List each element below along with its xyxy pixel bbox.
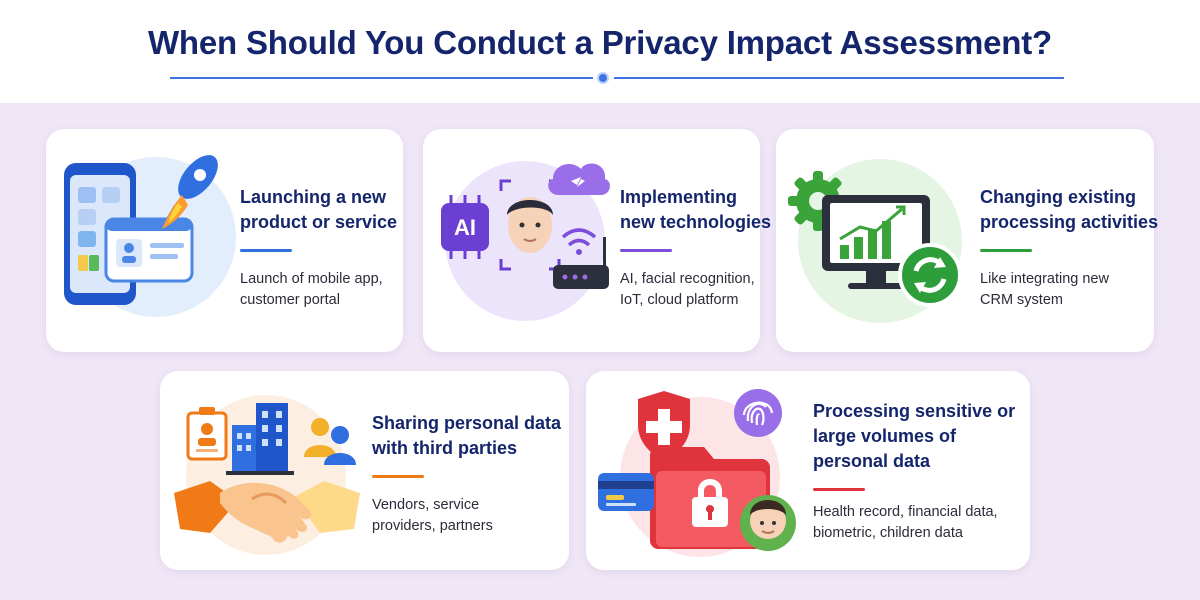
- card-accent-rule: [240, 249, 292, 252]
- page-title: When Should You Conduct a Privacy Impact…: [147, 24, 1052, 61]
- card-heading: Sharing personal data with third parties: [372, 413, 562, 458]
- title-divider-dot: [597, 72, 609, 84]
- card-accent-rule: [372, 475, 424, 478]
- card-description: Like integrating new CRM system: [980, 271, 1109, 308]
- card-heading: Processing sensitive or large volumes of…: [813, 401, 1016, 471]
- card-sharing-data: Sharing personal data with third parties…: [160, 371, 569, 570]
- handshake-building-icon: [174, 395, 360, 555]
- card-description: Vendors, service providers, partners: [372, 497, 493, 534]
- card-accent-rule: [620, 249, 672, 252]
- card-description: Launch of mobile app, customer portal: [240, 271, 383, 308]
- card-description: Health record, financial data, biometric…: [813, 504, 998, 541]
- card-launching-product: Launching a new product or service Launc…: [46, 129, 403, 352]
- card-accent-rule: [813, 488, 865, 491]
- card-accent-rule: [980, 249, 1032, 252]
- monitor-gear-sync-icon: [788, 159, 962, 323]
- card-heading: Launching a new product or service: [240, 187, 398, 232]
- card-changing-processing: Changing existing processing activities …: [776, 129, 1158, 352]
- phone-rocket-icon: [64, 155, 236, 317]
- ai-face-cloud-icon: AI: [441, 161, 610, 321]
- card-implementing-technologies: AI Implementing new technologies AI, fac…: [423, 129, 771, 352]
- secure-folder-icon: [598, 389, 796, 557]
- card-heading: Changing existing processing activities: [980, 187, 1159, 232]
- ai-chip-label: AI: [454, 215, 476, 240]
- card-heading: Implementing new technologies: [620, 187, 772, 232]
- card-description: AI, facial recognition, IoT, cloud platf…: [620, 271, 755, 308]
- header-bar: When Should You Conduct a Privacy Impact…: [0, 0, 1200, 103]
- title-divider-right: [614, 77, 1064, 79]
- title-divider-left: [170, 77, 593, 79]
- card-processing-sensitive: Processing sensitive or large volumes of…: [586, 371, 1030, 570]
